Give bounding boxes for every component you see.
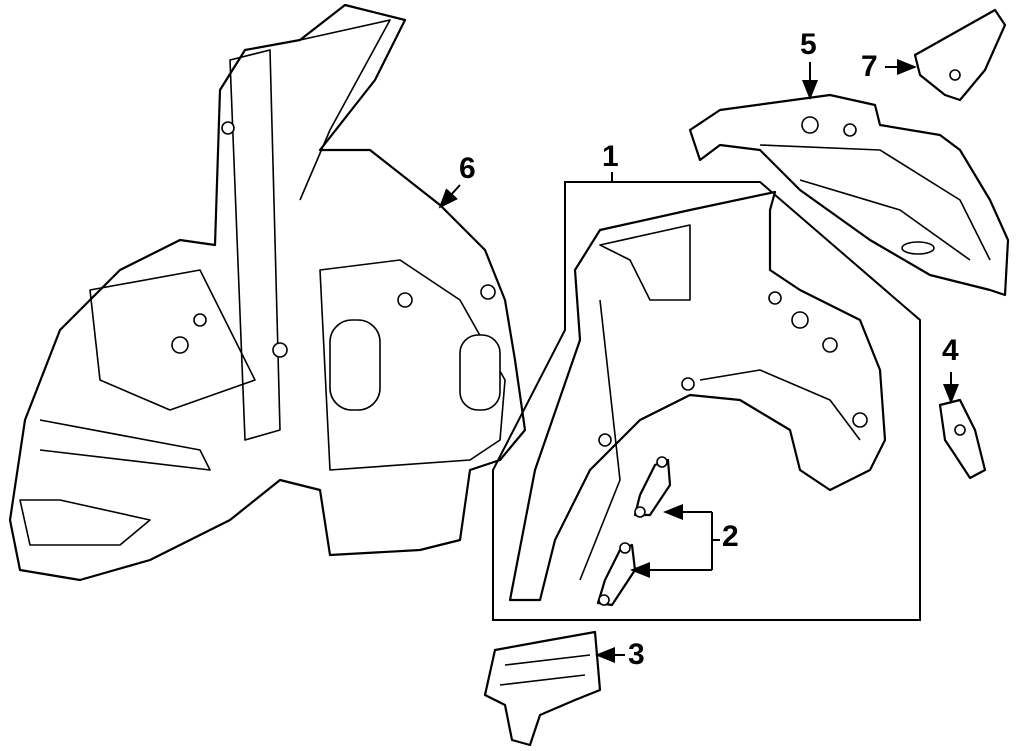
part-3-extension (483, 630, 602, 747)
part-4-bracket (938, 398, 987, 480)
part-7-bracket (913, 8, 1007, 102)
callout-1: 1 (602, 140, 619, 173)
callout-7: 7 (861, 50, 878, 83)
callout-6: 6 (459, 152, 476, 185)
leader-6 (438, 184, 461, 209)
part-2-brackets (596, 456, 672, 607)
part-1-group-box (492, 181, 921, 621)
leader-lines (438, 59, 959, 663)
callout-2: 2 (722, 520, 739, 553)
callout-5: 5 (800, 28, 817, 61)
part-5-rear-panel (688, 93, 1010, 297)
callout-4: 4 (942, 334, 959, 367)
part-1-wheelhouse (508, 190, 887, 602)
part-6-inner-quarter-panel (8, 3, 527, 582)
callout-3: 3 (628, 638, 645, 671)
